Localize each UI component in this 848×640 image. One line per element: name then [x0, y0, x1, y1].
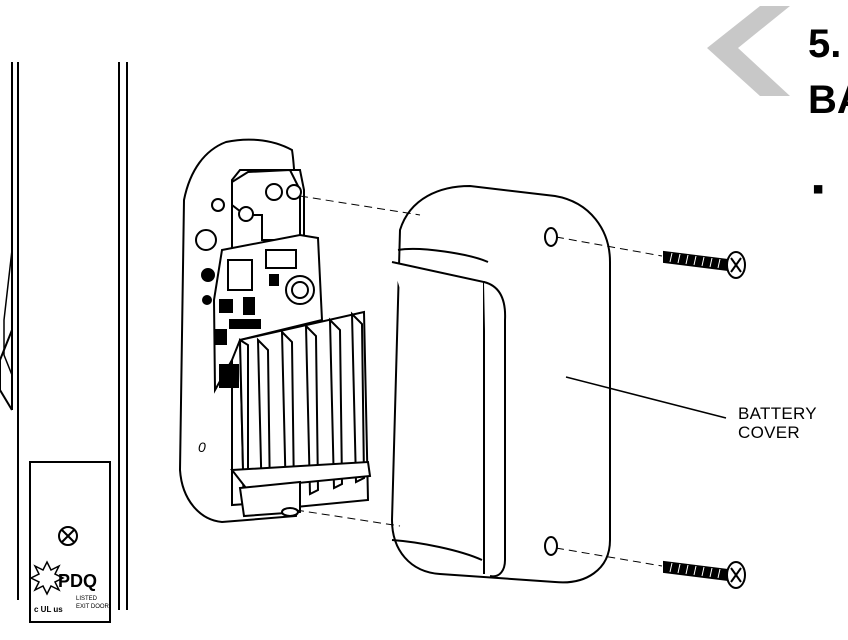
door-frame — [0, 62, 128, 610]
callout-leader-line — [565, 376, 727, 419]
pdq-starburst-logo-icon — [29, 560, 65, 596]
step-title: BA — [808, 78, 848, 122]
battery-cover-label: BATTERY COVER — [738, 404, 817, 442]
chevron-left-icon — [707, 6, 790, 96]
svg-text:0: 0 — [198, 439, 206, 455]
mount-screw-icon — [238, 206, 254, 222]
alignment-lines — [295, 195, 663, 567]
step-number: 5. — [808, 22, 842, 66]
battery-cover — [390, 184, 611, 584]
bullet-marker: ▪ — [812, 170, 825, 208]
cover-screw-hole-bottom — [544, 536, 558, 556]
battery-cover-label-line2: COVER — [738, 423, 800, 442]
plate-small-text-2: EXIT DOOR — [76, 604, 110, 610]
plate-brand-text: PDQ — [58, 571, 97, 591]
plate-small-text-1: LISTED — [76, 596, 98, 602]
mount-screw-icon — [195, 229, 217, 251]
screw-icon — [663, 250, 746, 279]
screw-icon — [663, 560, 746, 589]
lock-mechanism: 0 — [178, 138, 372, 524]
battery-cover-label-line1: BATTERY — [738, 404, 817, 423]
label-plate: PDQ LISTED EXIT DOOR c UL us — [29, 461, 111, 623]
mount-screw-icon — [286, 184, 302, 200]
plate-cert-text: c UL us — [34, 605, 63, 614]
cover-screw-hole-top — [544, 227, 558, 247]
